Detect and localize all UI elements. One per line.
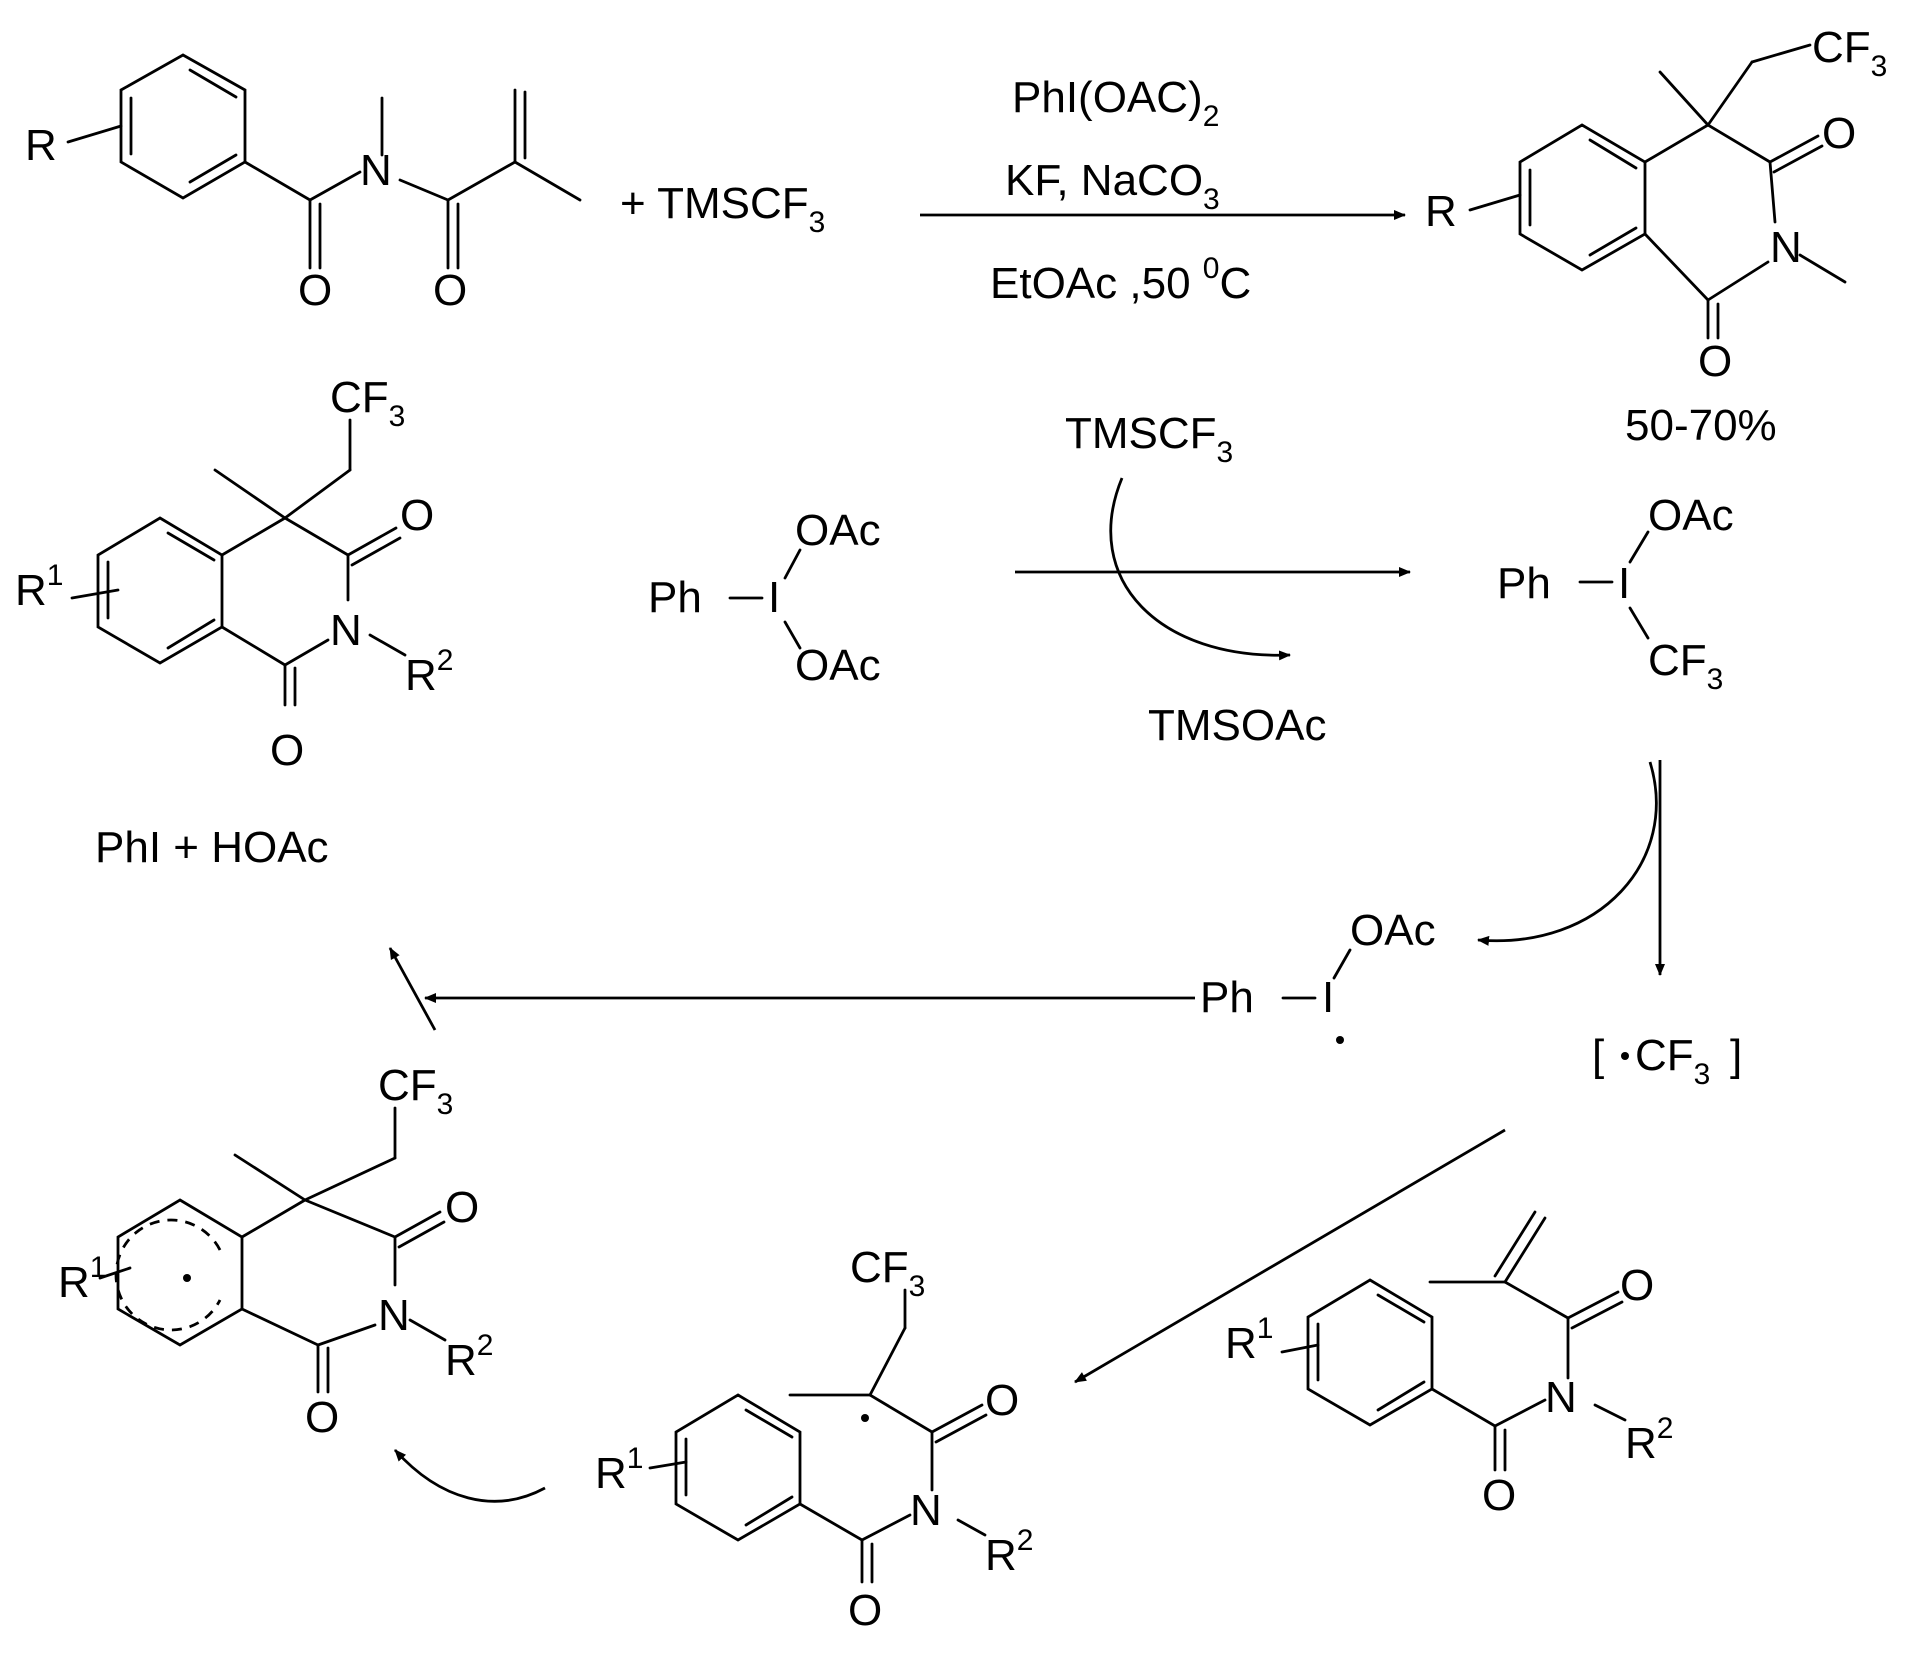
ring-radical-dot xyxy=(183,1274,191,1282)
intermediate-cf3: CF3 xyxy=(850,1243,925,1303)
phi-oac2: Ph I OAc OAc xyxy=(648,506,881,690)
product-general-r1-r2: R1 CF3 O N R2 O xyxy=(15,373,453,775)
yield-label: 50-70% xyxy=(1625,401,1777,450)
phi-cf3-cf3: CF3 xyxy=(1648,636,1723,696)
phi-rad-i: I xyxy=(1322,973,1334,1022)
carbonyl-o-2: O xyxy=(433,266,467,315)
phi-oac-radical: Ph I OAc xyxy=(1200,906,1436,1044)
product-isoquinolinedione: R CF3 O N O xyxy=(1425,23,1887,386)
byproducts-label: PhI + HOAc xyxy=(95,823,329,872)
cf3-radical: [ CF3 ] xyxy=(1592,1031,1742,1091)
mech-product-o-top: O xyxy=(400,491,434,540)
phi-cf3-i: I xyxy=(1618,559,1630,608)
product-cf3: CF3 xyxy=(1812,23,1887,83)
intermediate-r2: R2 xyxy=(985,1524,1033,1580)
phi-rad-oac: OAc xyxy=(1350,906,1436,955)
amide-n: N xyxy=(360,146,392,195)
substrate-r1: R1 xyxy=(1225,1312,1273,1368)
intermediate-o-bottom: O xyxy=(848,1586,882,1635)
mech-product-n: N xyxy=(330,606,362,655)
radical-bracket-open: [ xyxy=(1592,1031,1604,1080)
intermediate-o-top: O xyxy=(985,1376,1019,1425)
radical-bracket-close: ] xyxy=(1730,1031,1742,1080)
product-n: N xyxy=(1770,223,1802,272)
phi-oac2-oac-top: OAc xyxy=(795,506,881,555)
product-substituent-r: R xyxy=(1425,187,1457,236)
cyclized-r1: R1 xyxy=(58,1251,106,1307)
phi-oac-cf3: Ph I OAc CF3 xyxy=(1497,491,1734,696)
delocalized-radical-arc xyxy=(114,1218,222,1332)
product-o-bottom: O xyxy=(1698,337,1732,386)
phi-oac2-i: I xyxy=(768,573,780,622)
substrate-o-bottom: O xyxy=(1482,1471,1516,1520)
phi-oac2-ph: Ph xyxy=(648,573,702,622)
cyclization-curved-arrow xyxy=(393,1449,546,1503)
mech-tmscf3: TMSCF3 xyxy=(1065,409,1233,469)
phi-cf3-oac: OAc xyxy=(1648,491,1734,540)
intermediate-r1: R1 xyxy=(595,1442,643,1498)
substrate-n: N xyxy=(1545,1373,1577,1422)
substrate-r2: R2 xyxy=(1625,1412,1673,1468)
mech-product-r1: R1 xyxy=(15,559,63,615)
cyclized-n: N xyxy=(378,1291,410,1340)
cyclized-o-bottom: O xyxy=(305,1393,339,1442)
intermediate-n: N xyxy=(910,1486,942,1535)
mech-tmsoac: TMSOAc xyxy=(1148,701,1326,750)
mech-product-o-bottom: O xyxy=(270,726,304,775)
iodine-radical-dot xyxy=(1336,1036,1344,1044)
carbon-radical-dot xyxy=(861,1414,869,1422)
radical-addition-arrow xyxy=(1074,1128,1506,1384)
radical-cf3: CF3 xyxy=(1635,1031,1710,1091)
oac-curved-arrow xyxy=(1477,761,1658,946)
mech-product-r2: R2 xyxy=(405,644,453,700)
substrate-general-r1-r2: R1 O N R2 O xyxy=(1225,1210,1673,1520)
reagent-tmscf3: + TMSCF3 xyxy=(620,179,825,239)
cf3-radical-dot xyxy=(1621,1052,1629,1060)
tmscf3-curved-arrow xyxy=(1109,477,1291,661)
product-o-top: O xyxy=(1822,109,1856,158)
starting-material-methacrylamide: R O N O xyxy=(25,53,582,315)
carbonyl-o-1: O xyxy=(298,266,332,315)
byproduct-release-arrow xyxy=(388,947,437,1031)
condition-oxidant: PhI(OAC)2 xyxy=(1012,73,1219,133)
condition-solvent-temp: EtOAc ,50 0C xyxy=(990,252,1251,308)
alkyl-radical-intermediate: R1 O N R2 O CF3 xyxy=(595,1243,1033,1635)
phi-rad-ph: Ph xyxy=(1200,973,1254,1022)
cyclohexadienyl-radical-intermediate: R1 CF3 O N R2 O xyxy=(58,1061,493,1442)
cyclized-cf3: CF3 xyxy=(378,1061,453,1121)
phi-cf3-ph: Ph xyxy=(1497,559,1551,608)
mech-product-cf3: CF3 xyxy=(330,373,405,433)
reaction-arrow-top: PhI(OAC)2 KF, NaCO3 EtOAc ,50 0C xyxy=(920,73,1406,308)
cyclized-o-top: O xyxy=(445,1183,479,1232)
cyclized-r2: R2 xyxy=(445,1329,493,1385)
substituent-r: R xyxy=(25,121,57,170)
phi-oac2-oac-bottom: OAc xyxy=(795,641,881,690)
substrate-o-top: O xyxy=(1620,1261,1654,1310)
condition-base: KF, NaCO3 xyxy=(1005,156,1220,216)
